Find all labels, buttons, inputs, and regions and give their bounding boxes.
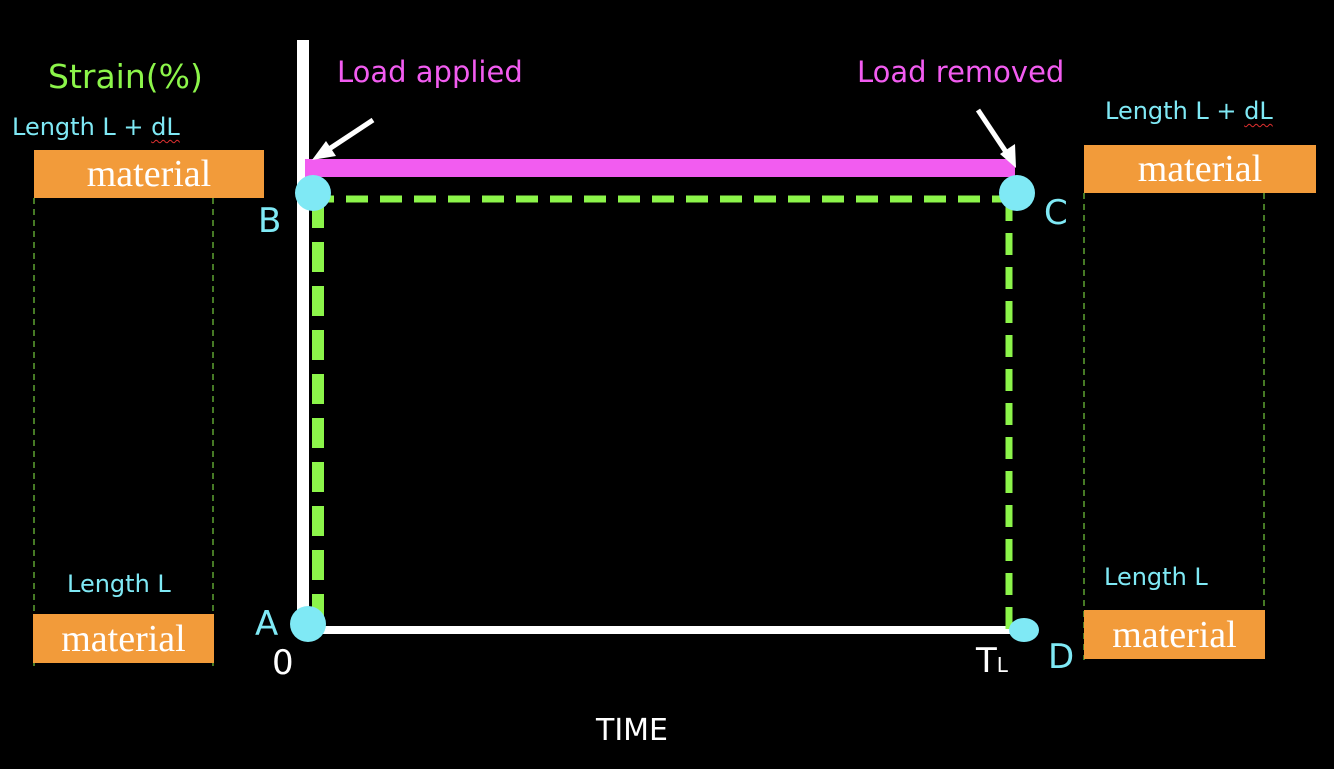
right-top-material-box: material [1084,145,1316,193]
left-top-length-dl: dL [151,113,180,141]
load-removed-label: Load removed [857,55,1065,89]
point-c-marker [999,175,1035,211]
left-top-length-label: Length L + dL [12,115,180,139]
time-label: TL [976,644,1008,678]
right-top-length-label: Length L + dL [1105,99,1273,123]
point-d-label: D [1048,637,1075,677]
point-a-label: A [255,604,279,644]
left-bottom-length-label: Length L [67,570,171,598]
left-top-length-prefix: Length L + [12,113,152,141]
origin-label: 0 [272,643,294,683]
point-d-marker [1009,618,1039,642]
point-a-marker [290,606,326,642]
right-top-length-prefix: Length L + [1105,97,1245,125]
left-top-material-box: material [34,150,264,198]
time-label-subscript: L [996,653,1008,677]
right-top-length-dl: dL [1244,97,1273,125]
right-bottom-material-box: material [1084,610,1265,659]
y-axis-label: Strain(%) [48,57,203,96]
point-b-label: B [258,201,282,241]
load-applied-label: Load applied [337,55,523,89]
load-applied-arrow [312,117,375,160]
left-bottom-material-box: material [33,614,214,663]
point-c-label: C [1044,193,1068,233]
x-axis-label: TIME [596,713,669,748]
time-label-main: T [976,641,997,681]
right-bottom-length-label: Length L [1104,563,1208,591]
load-removed-arrow [975,108,1016,168]
point-b-marker [295,175,331,211]
